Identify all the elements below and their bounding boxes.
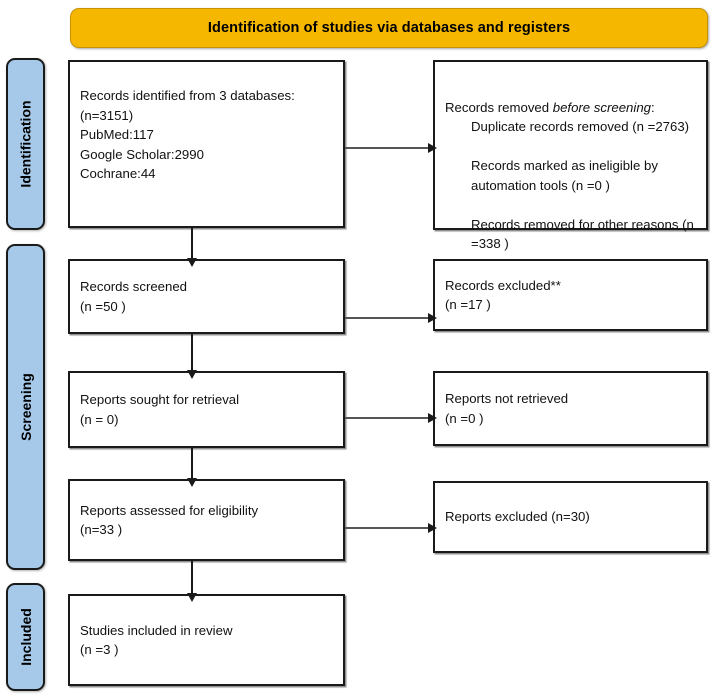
box-records-identified: Records identified from 3 databases: (n=… — [68, 60, 345, 228]
stage-label-included: Included — [6, 583, 45, 691]
box-reports-sought-text: Reports sought for retrieval (n = 0) — [80, 392, 240, 427]
stage-label-identification-text: Identification — [17, 100, 34, 188]
box-reports-not-retrieved-text: Reports not retrieved (n =0 ) — [445, 391, 569, 426]
box-reports-assessed: Reports assessed for eligibility (n=33 ) — [68, 479, 345, 561]
box-records-excluded-text: Records excluded** (n =17 ) — [445, 277, 561, 313]
removed-heading-italic: before screening — [552, 99, 651, 115]
box-reports-excluded-text: Reports excluded (n=30) — [445, 509, 590, 525]
box-records-excluded: Records excluded** (n =17 ) — [433, 259, 708, 331]
stage-label-screening-text: Screening — [17, 373, 34, 441]
box-reports-not-retrieved: Reports not retrieved (n =0 ) — [433, 371, 708, 446]
stage-label-screening: Screening — [6, 244, 45, 570]
box-records-screened: Records screened (n =50 ) — [68, 259, 345, 334]
arrow-right-sought-to-not-retrieved — [345, 413, 437, 423]
header-title: Identification of studies via databases … — [207, 20, 571, 36]
stage-label-identification: Identification — [6, 58, 45, 230]
box-reports-excluded: Reports excluded (n=30) — [433, 481, 708, 553]
removed-item-other: Records removed for other reasons (n =33… — [471, 216, 694, 252]
arrow-down-identified-to-screened — [187, 228, 197, 267]
removed-item-automation: Records marked as ineligible by automati… — [471, 158, 658, 193]
removed-heading-lead: Records removed — [445, 99, 553, 115]
box-records-identified-text: Records identified from 3 databases: (n=… — [80, 88, 295, 181]
arrow-right-assessed-to-reports-excluded — [345, 523, 437, 533]
arrow-down-assessed-to-included — [187, 561, 197, 602]
removed-heading-tail: : — [651, 99, 655, 115]
box-studies-included: Studies included in review (n =3 ) — [68, 594, 345, 686]
box-reports-sought: Reports sought for retrieval (n = 0) — [68, 371, 345, 448]
header-banner: Identification of studies via databases … — [70, 8, 708, 48]
arrow-right-identified-to-removed — [345, 143, 437, 153]
box-records-removed: Records removed before screening: Duplic… — [433, 60, 708, 251]
removed-item-duplicate: Duplicate records removed (n =2763) — [471, 119, 690, 134]
box-reports-assessed-text: Reports assessed for eligibility (n=33 ) — [80, 502, 259, 538]
stage-label-included-text: Included — [17, 608, 34, 666]
box-studies-included-text: Studies included in review (n =3 ) — [80, 622, 233, 658]
arrow-down-screened-to-sought — [187, 334, 197, 379]
arrow-down-sought-to-assessed — [187, 448, 197, 487]
box-records-removed-text: Records removed before screening: Duplic… — [435, 62, 706, 273]
box-records-screened-text: Records screened (n =50 ) — [80, 279, 188, 314]
arrow-right-screened-to-excluded — [345, 313, 437, 323]
